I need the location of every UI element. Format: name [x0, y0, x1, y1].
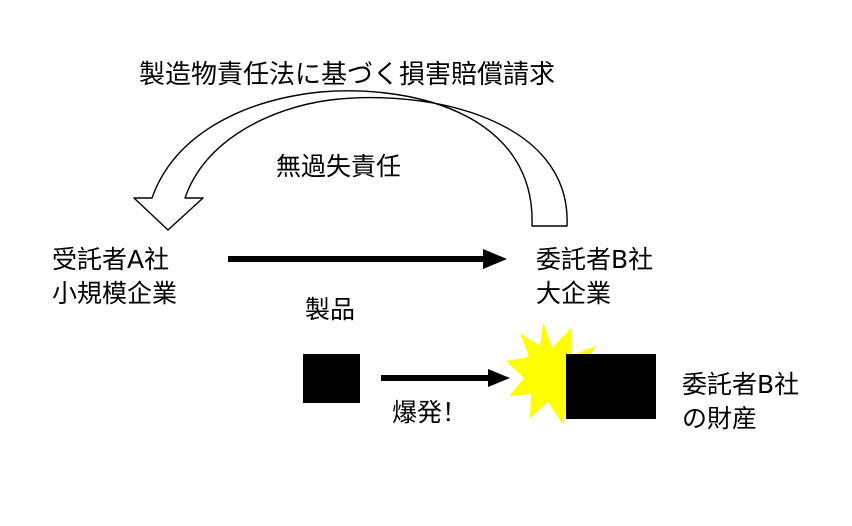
property-label: 委託者B社 の財産 [682, 368, 799, 436]
party-a-name: 受託者A社 [52, 245, 170, 274]
property-owner: 委託者B社 [682, 370, 800, 399]
explosion-label: 爆発！ [392, 398, 468, 427]
diagram-title: 製造物責任法に基づく損害賠償請求 [139, 60, 556, 90]
product-box [303, 354, 360, 403]
property-box [566, 354, 656, 419]
product-label: 製品 [305, 295, 356, 324]
claim-curved-arrow [133, 90, 568, 231]
party-b-name: 委託者B社 [536, 245, 654, 274]
party-a-label: 受託者A社 小規模企業 [52, 243, 177, 311]
party-b-label: 委託者B社 大企業 [536, 243, 653, 311]
explosion-arrowhead [488, 369, 510, 387]
party-a-type: 小規模企業 [52, 279, 178, 308]
a-to-b-arrowhead [483, 249, 507, 269]
liability-label: 無過失責任 [276, 152, 402, 181]
property-noun: の財産 [682, 404, 758, 433]
party-b-type: 大企業 [536, 279, 612, 308]
